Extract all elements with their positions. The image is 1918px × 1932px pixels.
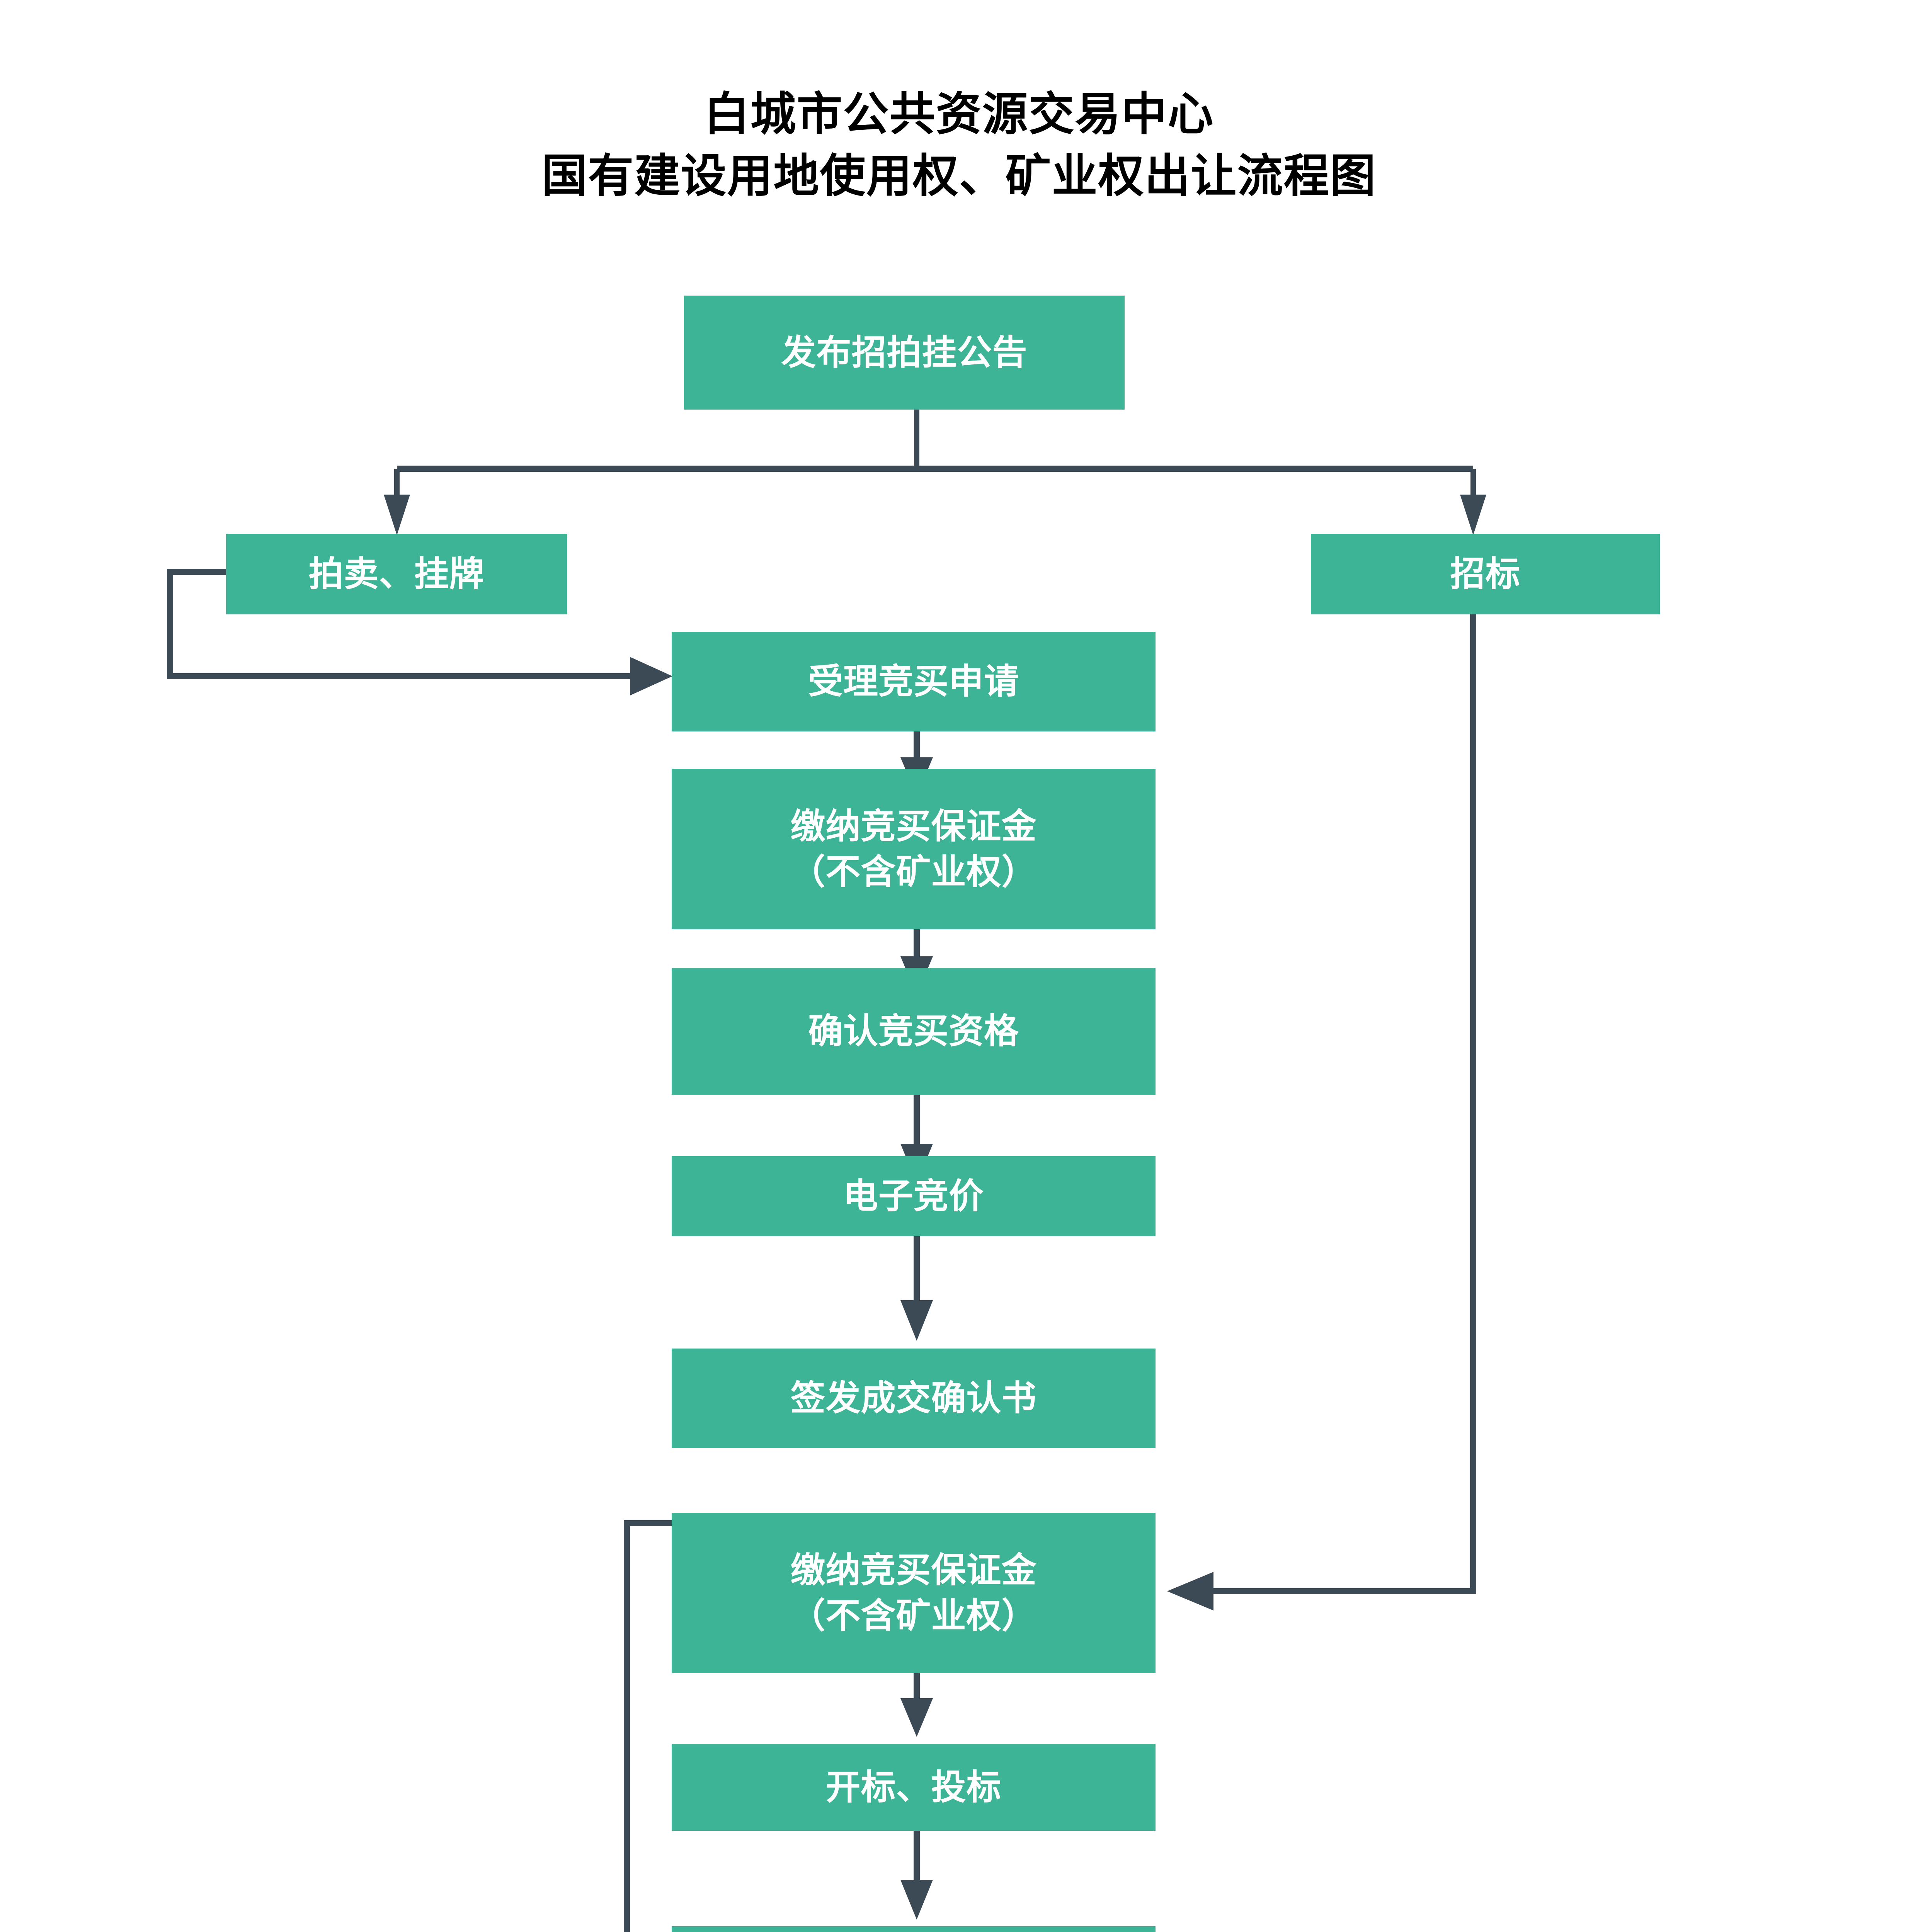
node-accept-bid-application[interactable]: 受理竞买申请: [672, 632, 1156, 731]
node-confirm-bid-qualification[interactable]: 确认竞买资格: [672, 968, 1156, 1095]
edge-n1-split: [384, 410, 1486, 535]
node-electronic-bidding[interactable]: 电子竞价: [672, 1156, 1156, 1236]
node-bid-evaluation[interactable]: 评标: [672, 1926, 1156, 1932]
node-label: 拍卖、挂牌: [308, 554, 485, 594]
title-line-1: 白城市公共资源交易中心: [704, 87, 1214, 141]
edge-n9-n10: [900, 1673, 933, 1737]
node-label: 电子竞价: [843, 1175, 984, 1216]
node-sublabel: （不含矿业权）: [790, 1595, 1037, 1636]
node-pay-bid-deposit-1[interactable]: 缴纳竞买保证金 （不含矿业权）: [672, 769, 1156, 929]
edge-n10-n11: [900, 1831, 933, 1920]
node-label: 发布招拍挂公告: [781, 332, 1028, 373]
title-line-2: 国有建设用地使用权、矿业权出让流程图: [541, 149, 1377, 202]
edge-n7-n8: [900, 1236, 933, 1341]
node-sublabel: （不含矿业权）: [790, 851, 1037, 892]
node-auction-listing[interactable]: 拍卖、挂牌: [226, 534, 567, 614]
node-pay-bid-deposit-2[interactable]: 缴纳竞买保证金 （不含矿业权）: [672, 1513, 1156, 1673]
node-label: 签发成交确认书: [790, 1378, 1037, 1418]
node-label: 受理竞买申请: [808, 661, 1019, 702]
node-label: 开标、投标: [825, 1767, 1002, 1808]
node-bid-opening-submission[interactable]: 开标、投标: [672, 1744, 1156, 1831]
page-title: 白城市公共资源交易中心 国有建设用地使用权、矿业权出让流程图: [0, 83, 1918, 207]
node-label: 缴纳竞买保证金: [790, 1549, 1037, 1590]
node-tender[interactable]: 招标: [1311, 534, 1660, 614]
node-issue-transaction-confirmation-1[interactable]: 签发成交确认书: [672, 1349, 1156, 1448]
edge-n3-n9: [1167, 572, 1476, 1611]
node-label: 缴纳竞买保证金: [790, 806, 1037, 847]
node-label: 招标: [1450, 554, 1521, 594]
node-publish-announcement[interactable]: 发布招拍挂公告: [684, 296, 1125, 410]
node-label: 确认竞买资格: [808, 1011, 1019, 1051]
